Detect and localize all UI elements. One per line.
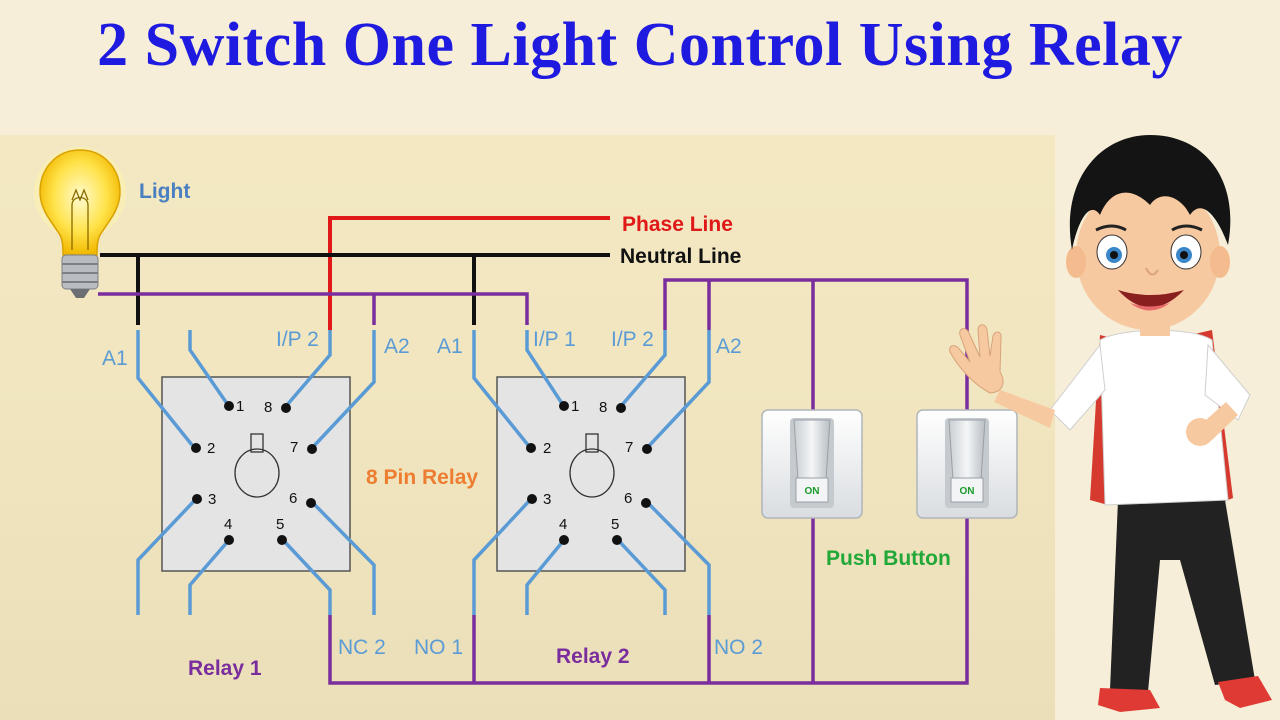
relay2-pin-3: 3 bbox=[543, 491, 551, 508]
boy-character-illustration bbox=[949, 135, 1272, 712]
relay1-pin-7: 7 bbox=[290, 439, 298, 456]
no1-label: NO 1 bbox=[414, 636, 463, 659]
neutral-line-label: Neutral Line bbox=[620, 245, 741, 268]
relay2-ip1-label: I/P 1 bbox=[533, 328, 576, 351]
switch2-on-text: ON bbox=[960, 486, 975, 497]
relay2-pin-2: 2 bbox=[543, 440, 551, 457]
neutral-line-wire bbox=[100, 253, 610, 325]
relay2-pin-4: 4 bbox=[559, 516, 567, 533]
relay1-pin-5: 5 bbox=[276, 516, 284, 533]
nc2-label: NC 2 bbox=[338, 636, 386, 659]
relay1-pin-2: 2 bbox=[207, 440, 215, 457]
relay2-pin-1: 1 bbox=[571, 398, 579, 415]
no2-label: NO 2 bbox=[714, 636, 763, 659]
relay2-pin-5: 5 bbox=[611, 516, 619, 533]
light-label: Light bbox=[139, 180, 190, 203]
phase-line-wire bbox=[328, 216, 610, 330]
page-title: 2 Switch One Light Control Using Relay bbox=[97, 11, 1183, 79]
relay2-a2-label: A2 bbox=[716, 335, 742, 358]
push-button-switch-1: ON bbox=[761, 409, 863, 519]
relay2-label: Relay 2 bbox=[556, 645, 630, 668]
relay2-pin-8: 8 bbox=[599, 399, 607, 416]
switch1-on-text: ON bbox=[805, 486, 820, 497]
relay1-a1-label: A1 bbox=[102, 347, 128, 370]
eight-pin-relay-label: 8 Pin Relay bbox=[366, 466, 478, 489]
relay1-label: Relay 1 bbox=[188, 657, 262, 680]
relay1-pin-8: 8 bbox=[264, 399, 272, 416]
relay1-a2-label: A2 bbox=[384, 335, 410, 358]
relay2-ip2-label: I/P 2 bbox=[611, 328, 654, 351]
relay2-pin-7: 7 bbox=[625, 439, 633, 456]
push-button-switch-2: ON bbox=[916, 409, 1018, 519]
phase-line-label: Phase Line bbox=[622, 213, 733, 236]
relay1-pin-6: 6 bbox=[289, 490, 297, 507]
relay1-pin-1: 1 bbox=[236, 398, 244, 415]
relay2-pin-6: 6 bbox=[624, 490, 632, 507]
relay1-pin-3: 3 bbox=[208, 491, 216, 508]
relay-1: 1 8 2 7 3 6 4 5 bbox=[136, 330, 376, 615]
push-button-label: Push Button bbox=[826, 547, 951, 570]
relay-2: 1 8 2 7 3 6 4 5 bbox=[472, 330, 711, 615]
light-bulb-icon bbox=[34, 147, 126, 298]
relay1-ip2-label: I/P 2 bbox=[276, 328, 319, 351]
relay2-a1-label: A1 bbox=[437, 335, 463, 358]
relay1-pin-4: 4 bbox=[224, 516, 232, 533]
